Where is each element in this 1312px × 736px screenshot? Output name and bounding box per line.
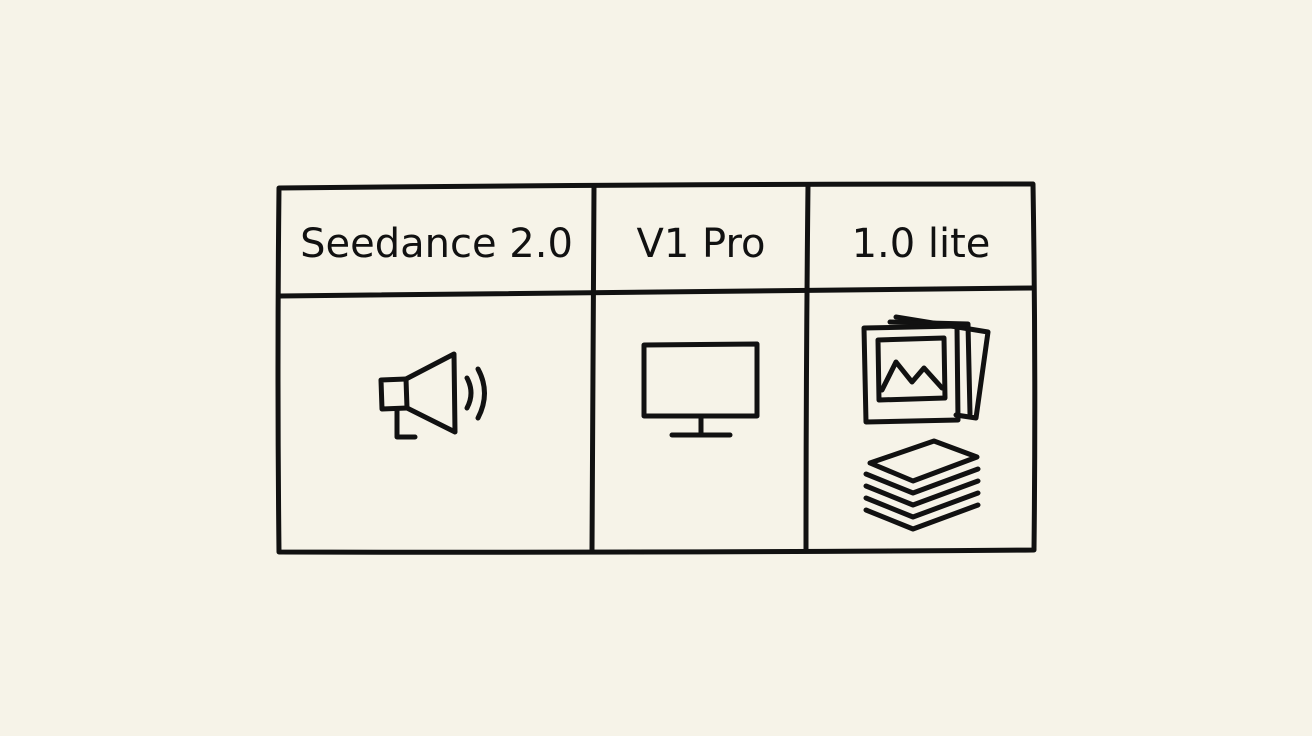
column-header-seedance: Seedance 2.0 (300, 221, 573, 267)
megaphone-icon (372, 346, 502, 446)
column-divider-1 (589, 184, 597, 553)
layers-stack-icon (858, 436, 986, 534)
table-border (275, 181, 1038, 555)
column-header-v1-pro: V1 Pro (636, 221, 766, 267)
photos-icon (858, 310, 998, 428)
column-header-lite: 1.0 lite (851, 221, 991, 267)
header-divider (277, 285, 1036, 299)
column-divider-2 (803, 182, 811, 552)
monitor-icon (640, 340, 762, 440)
